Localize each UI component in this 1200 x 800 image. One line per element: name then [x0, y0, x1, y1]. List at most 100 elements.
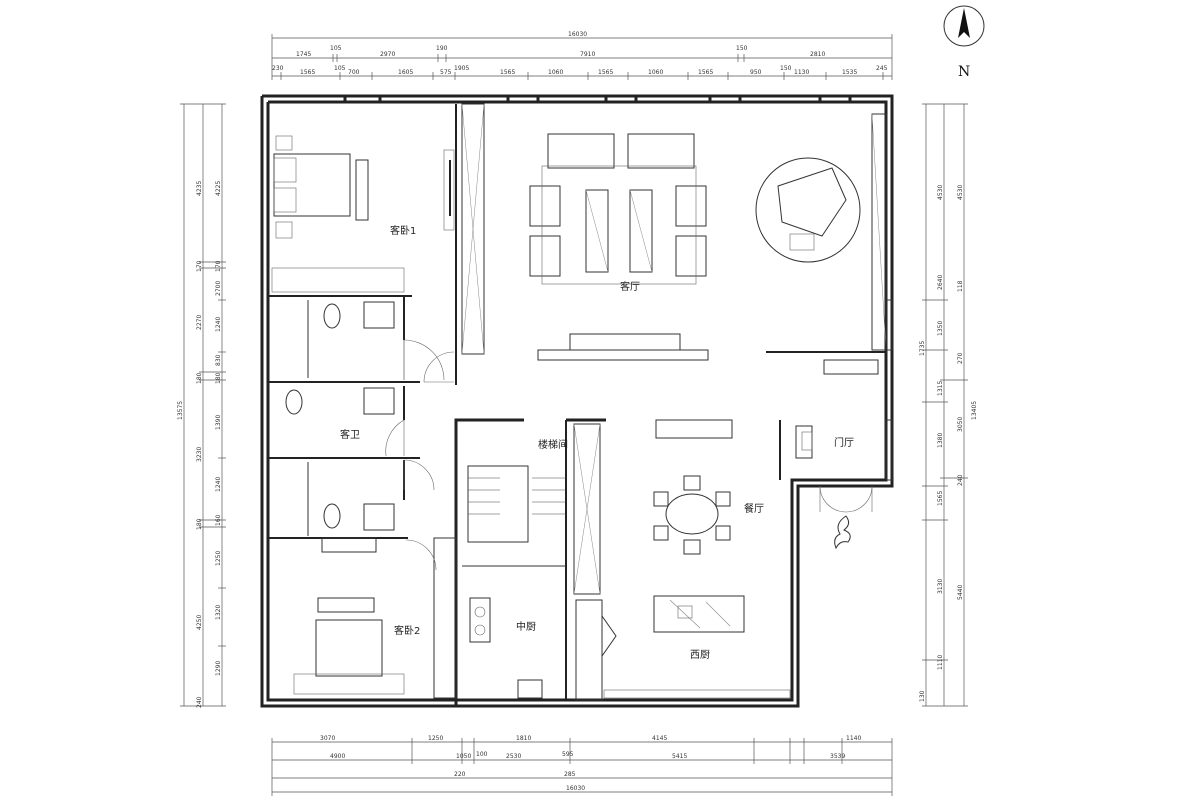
doors [385, 339, 873, 571]
dim-label: 190 [436, 45, 448, 52]
dim-label: 1535 [842, 69, 857, 76]
plant-icon [834, 515, 851, 550]
coffee-table-icon [629, 189, 653, 273]
dim-label: 1565 [598, 69, 613, 76]
left-dimension-lines: 13575 4235 170 2270 180 3230 180 4250 24… [177, 103, 226, 708]
dining-chair-icon [683, 539, 701, 555]
dim-label: 3130 [937, 579, 944, 594]
dim-label: 595 [562, 751, 574, 758]
living-room-furniture: 客厅 [529, 133, 861, 293]
dim-label: 170 [215, 260, 222, 272]
piano-area-circle [755, 157, 861, 263]
dim-label: 1380 [937, 433, 944, 448]
dim-label: 240 [196, 696, 203, 708]
dim-label: 2640 [937, 275, 944, 290]
dim-label: 105 [330, 45, 342, 52]
dim-label: 4250 [196, 615, 203, 630]
stairwell: 楼梯间 [467, 438, 568, 543]
room-label-living-room: 客厅 [620, 280, 640, 293]
room-label-western-kitchen: 西厨 [690, 649, 710, 661]
chinese-kitchen: 中厨 [469, 597, 543, 699]
dim-label: 830 [215, 354, 222, 366]
guest-bedroom-1-furniture: 客卧1 [273, 135, 455, 239]
wardrobe-icon [293, 673, 405, 695]
dim-label: 5440 [957, 585, 964, 600]
dim-label: 118 [957, 280, 964, 292]
dining-chair-icon [683, 475, 701, 491]
dim-top-total: 16030 [568, 31, 587, 38]
room-label-guest-bathroom: 客卫 [340, 428, 360, 441]
room-label-foyer: 门厅 [834, 436, 854, 449]
dim-label: 4530 [937, 185, 944, 200]
dim-label: 7910 [580, 51, 595, 58]
dim-label: 180 [196, 372, 203, 384]
bottom-dimension-lines: 3070 1250 100 1810 4145 595 1140 4900 10… [271, 735, 893, 796]
toilet-icon [285, 389, 303, 415]
dim-label: 3230 [196, 447, 203, 462]
dim-label: 4225 [215, 181, 222, 196]
dim-label: 150 [780, 65, 792, 72]
room-label-chinese-kitchen: 中厨 [516, 620, 536, 633]
dim-label: 270 [957, 352, 964, 364]
dim-label: 1735 [919, 341, 926, 356]
dim-label: 3539 [830, 753, 845, 760]
dim-label: 3070 [320, 735, 335, 742]
dim-label: 5415 [672, 753, 687, 760]
dim-label: 180 [196, 518, 203, 530]
dim-label: 180 [215, 372, 222, 384]
room-label-guest-bedroom-1: 客卧1 [390, 224, 416, 237]
top-dimension-lines: 16030 1745 105 2970 190 7910 150 2810 23… [271, 31, 893, 80]
dim-label: 1565 [937, 491, 944, 506]
nightstand-icon [275, 135, 293, 151]
dim-label: 1240 [215, 317, 222, 332]
dim-label: 1110 [937, 655, 944, 670]
dim-label: 950 [750, 69, 762, 76]
dim-label: 1565 [698, 69, 713, 76]
toilet-icon [323, 303, 341, 329]
sink-icon [363, 503, 395, 531]
western-kitchen: 西厨 [575, 595, 791, 701]
sofa-icon [547, 133, 615, 169]
rug-outline [541, 165, 697, 285]
guest-bedroom-2-furniture: 客卧2 [293, 597, 420, 695]
dim-label: 100 [476, 751, 488, 758]
dining-table-icon [665, 493, 719, 535]
shoe-cabinet-icon [801, 431, 813, 451]
compass-north-label: N [958, 64, 970, 80]
double-bed-icon [273, 153, 351, 217]
dim-bottom-total: 16030 [566, 785, 585, 792]
dim-label: 1130 [794, 69, 809, 76]
compass-ring [943, 5, 985, 47]
dim-label: 2700 [215, 281, 222, 296]
dim-label: 1050 [456, 753, 471, 760]
kitchen-sink-icon [517, 679, 543, 699]
tv-cabinet-icon [355, 159, 369, 221]
sideboard-icon [655, 419, 733, 439]
dim-label: 2810 [810, 51, 825, 58]
dim-label: 220 [454, 771, 466, 778]
dim-label: 245 [876, 65, 888, 72]
grand-piano-icon [777, 167, 847, 237]
dim-label: 1810 [516, 735, 531, 742]
dim-label: 4235 [196, 181, 203, 196]
double-bed-icon [315, 619, 383, 677]
dim-label: 1745 [296, 51, 311, 58]
desk-icon [317, 597, 375, 613]
dim-label: 130 [919, 690, 926, 702]
armchair-icon [529, 185, 561, 227]
room-label-stairwell: 楼梯间 [538, 438, 568, 451]
dim-label: 1250 [215, 551, 222, 566]
dim-label: 575 [440, 69, 452, 76]
right-dimension-lines: 13405 4530 118 270 3050 240 5440 4530 26… [919, 103, 978, 707]
dim-label: 1240 [215, 477, 222, 492]
dining-room: 餐厅 [653, 419, 764, 555]
nightstand-icon [275, 221, 293, 239]
dim-left-total: 13575 [177, 401, 184, 420]
dim-label: 2270 [196, 315, 203, 330]
dim-label: 1390 [215, 415, 222, 430]
armchair-icon [529, 235, 561, 277]
compass: N [943, 5, 985, 80]
dim-right-total: 13405 [971, 401, 978, 420]
armchair-icon [675, 235, 707, 277]
